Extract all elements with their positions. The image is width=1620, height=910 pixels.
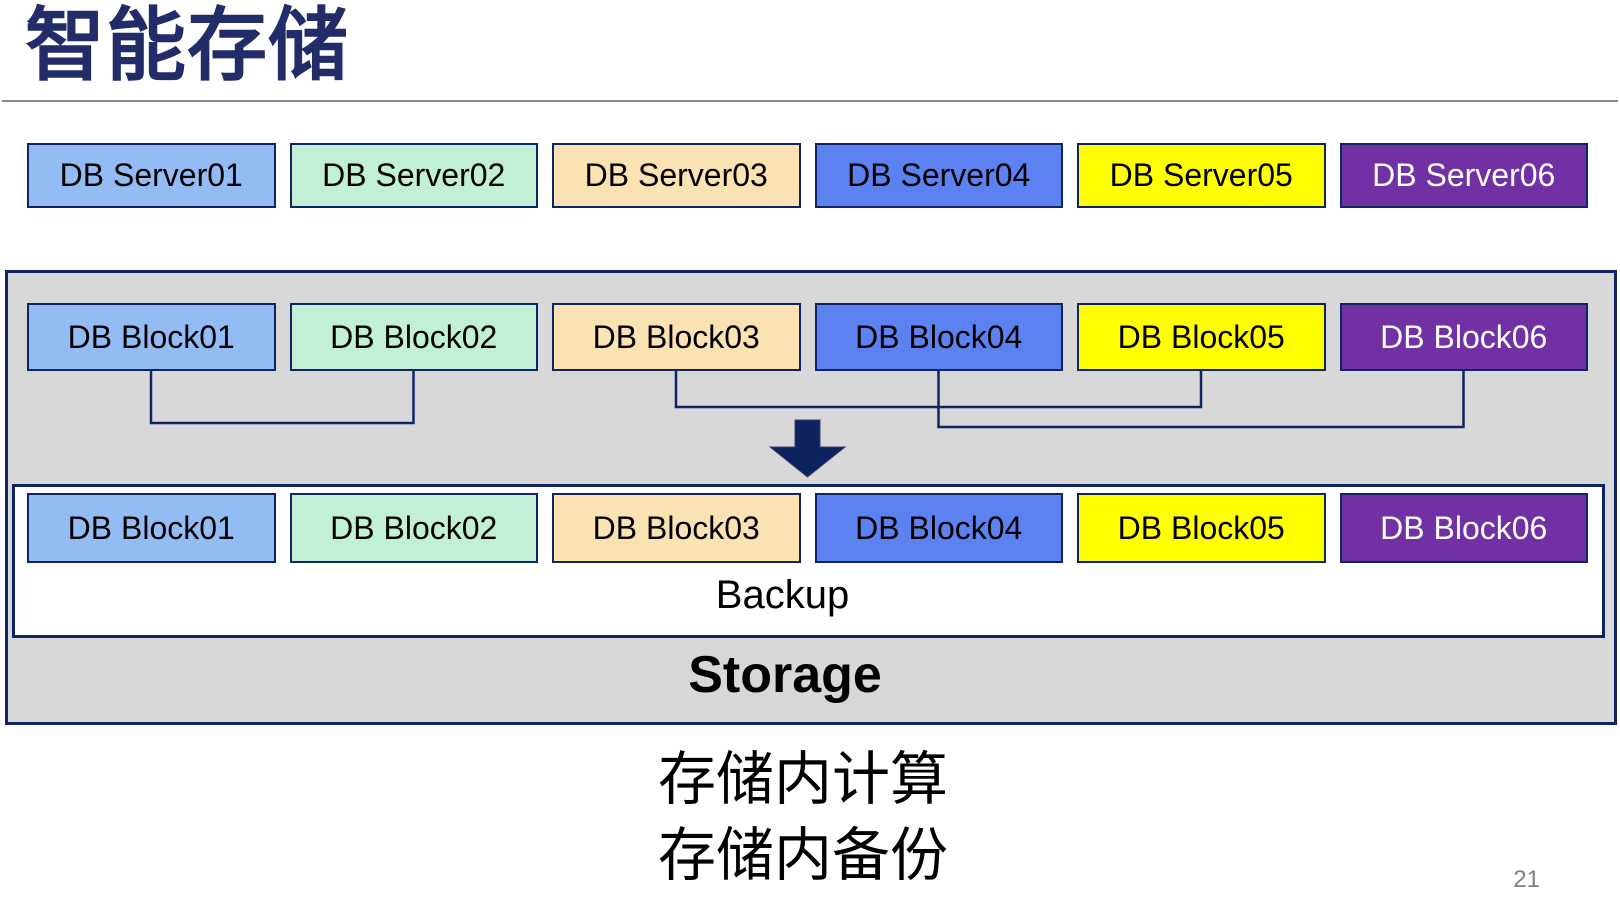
backup-label: Backup xyxy=(715,573,850,617)
db-block-upper-2: DB Block02 xyxy=(289,303,538,371)
db-block-row-storage: DB Block01 DB Block02 DB Block03 DB Bloc… xyxy=(27,493,1588,563)
page-title: 智能存储 xyxy=(25,1,349,90)
db-server-box-3: DB Server03 xyxy=(552,143,801,208)
caption-text: 存储内计算 存储内备份 xyxy=(658,742,948,894)
db-block-upper-1: DB Block01 xyxy=(27,303,276,371)
db-block-upper-5: DB Block05 xyxy=(1077,303,1326,371)
db-server-box-2: DB Server02 xyxy=(289,143,538,208)
db-server-row: DB Server01 DB Server02 DB Server03 DB S… xyxy=(27,143,1588,208)
caption-line-2: 存储内备份 xyxy=(658,823,949,888)
db-block-storage-5: DB Block05 xyxy=(1077,493,1326,563)
db-block-storage-4: DB Block04 xyxy=(814,493,1063,563)
db-server-box-5: DB Server05 xyxy=(1077,143,1326,208)
db-server-box-1: DB Server01 xyxy=(27,143,276,208)
db-server-box-6: DB Server06 xyxy=(1339,143,1588,208)
storage-label: Storage xyxy=(688,646,882,704)
db-block-upper-6: DB Block06 xyxy=(1339,303,1588,371)
db-block-storage-6: DB Block06 xyxy=(1339,493,1588,563)
db-block-storage-2: DB Block02 xyxy=(289,493,538,563)
db-server-box-4: DB Server04 xyxy=(814,143,1063,208)
db-block-row-upper: DB Block01 DB Block02 DB Block03 DB Bloc… xyxy=(27,303,1588,371)
db-block-upper-3: DB Block03 xyxy=(552,303,801,371)
title-divider xyxy=(2,100,1618,102)
db-block-upper-4: DB Block04 xyxy=(814,303,1063,371)
page-number: 21 xyxy=(1513,866,1540,893)
caption-line-1: 存储内计算 xyxy=(658,747,949,812)
db-block-storage-3: DB Block03 xyxy=(552,493,801,563)
db-block-storage-1: DB Block01 xyxy=(27,493,276,563)
